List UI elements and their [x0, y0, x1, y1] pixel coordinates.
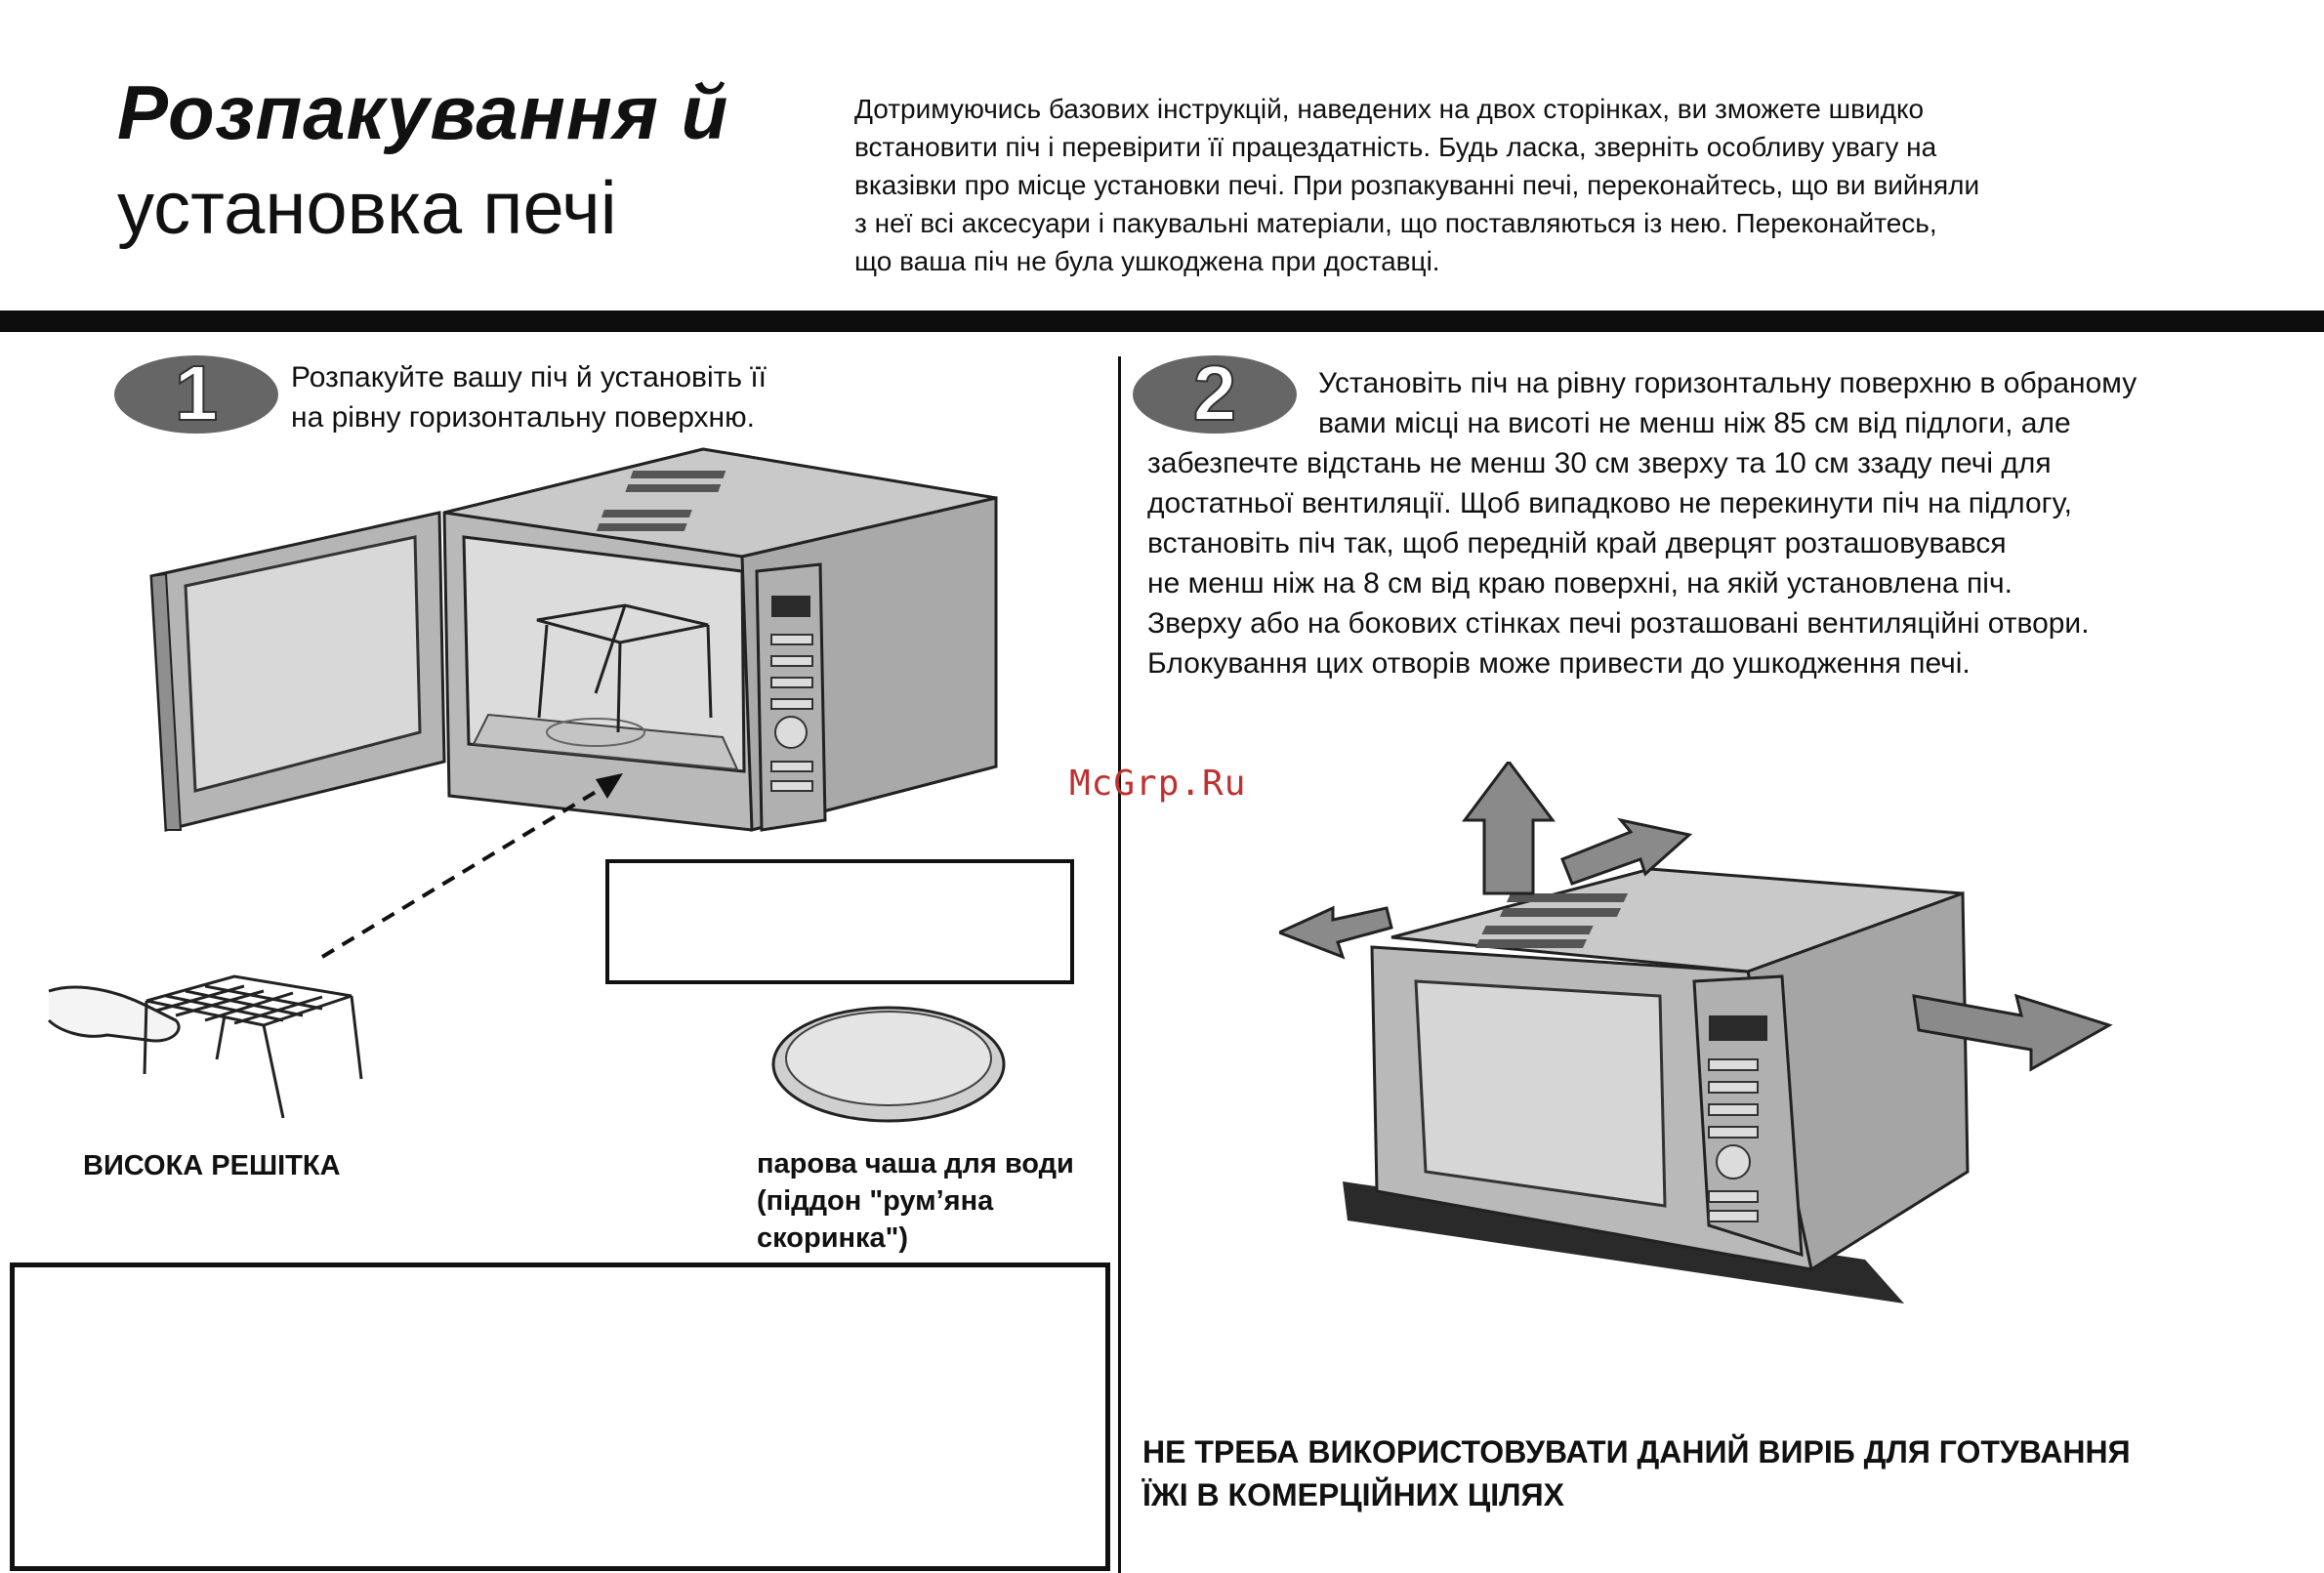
closed-microwave-illustration: [1279, 762, 2113, 1304]
tray-label-line: (піддон "рум’яна: [757, 1185, 994, 1217]
tray-label: парова чаша для води (піддон "рум’яна ск…: [757, 1145, 1074, 1257]
step2-line: Зверху або на бокових стінках печі розта…: [1147, 607, 2090, 640]
warning-line: НЕ ТРЕБА ВИКОРИСТОВУВАТИ ДАНИЙ ВИРІБ ДЛЯ…: [1142, 1434, 2131, 1470]
step2-line: забезпечте відстань не менш 30 см зверху…: [1147, 447, 2052, 479]
watermark: McGrp.Ru: [1069, 764, 1247, 804]
large-empty-box: [10, 1263, 1110, 1571]
step2-line: Блокування цих отворів може привести до …: [1147, 647, 1971, 680]
commercial-use-warning: НЕ ТРЕБА ВИКОРИСТОВУВАТИ ДАНИЙ ВИРІБ ДЛЯ…: [1142, 1430, 2131, 1516]
step2-number: 2: [1193, 353, 1237, 435]
step1-number-badge: 1: [114, 353, 278, 435]
column-divider: [1118, 356, 1121, 1573]
step1-number: 1: [175, 353, 219, 435]
step2-instructions-body: забезпечте відстань не менш 30 см зверху…: [1147, 443, 2090, 683]
intro-line: що ваша піч не була ушкоджена при достав…: [854, 246, 1440, 276]
step2-instructions-head: Установіть піч на рівну горизонтальну по…: [1318, 363, 2137, 443]
warning-line: ЇЖІ В КОМЕРЦІЙНИХ ЦІЛЯХ: [1142, 1477, 1564, 1512]
page-title-line2: установка печі: [117, 167, 617, 250]
step2-line: не менш ніж на 8 см від краю поверхні, н…: [1147, 567, 2013, 600]
step1-line: Розпакуйте вашу піч й установіть її: [291, 361, 768, 393]
intro-paragraph: Дотримуючись базових інструкцій, наведен…: [854, 90, 2163, 280]
header-divider: [0, 310, 2324, 332]
step2-line: Установіть піч на рівну горизонтальну по…: [1318, 367, 2137, 399]
tray-label-line: парова чаша для води: [757, 1148, 1074, 1180]
step2-line: достатньої вентиляції. Щоб випадково не …: [1147, 487, 2072, 519]
dashed-arrow: [320, 773, 623, 959]
steam-tray-illustration: [771, 1006, 1006, 1123]
intro-line: вказівки про місце установки печі. При р…: [854, 170, 1980, 200]
high-rack-illustration: [47, 974, 363, 1119]
step2-line: вами місці на висоті не менш ніж 85 см в…: [1318, 407, 2071, 439]
step1-line: на рівну горизонтальну поверхню.: [291, 401, 755, 434]
page-title-line1: Розпакування й: [117, 69, 729, 155]
rack-label: ВИСОКА РЕШІТКА: [83, 1150, 341, 1181]
intro-line: Дотримуючись базових інструкцій, наведен…: [854, 94, 1925, 124]
intro-line: встановити піч і перевірити її працездат…: [854, 132, 1937, 162]
open-microwave-illustration: [149, 447, 998, 832]
empty-label-box: [605, 859, 1074, 984]
step2-line: встановіть піч так, щоб передній край дв…: [1147, 527, 2007, 559]
step1-instructions: Розпакуйте вашу піч й установіть її на р…: [291, 357, 767, 437]
intro-line: з неї всі аксесуари і пакувальні матеріа…: [854, 208, 1937, 238]
step2-number-badge: 2: [1133, 353, 1297, 435]
tray-label-line: скоринка"): [757, 1222, 909, 1254]
